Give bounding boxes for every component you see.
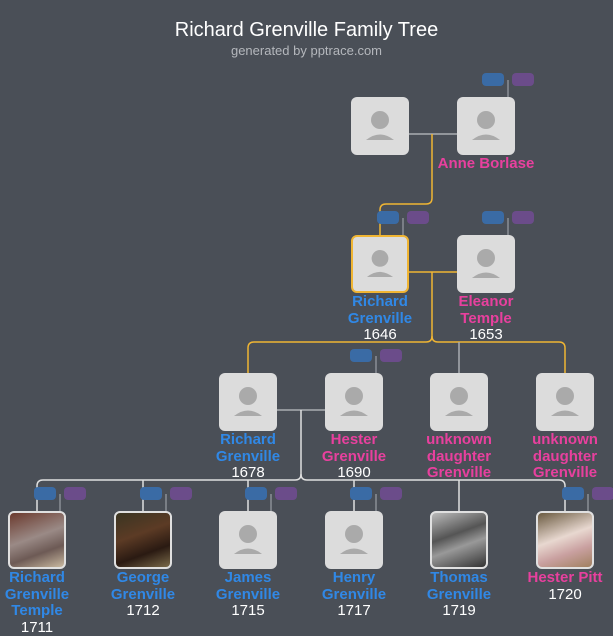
father-badge[interactable] xyxy=(34,487,56,500)
birth-year: 1678 xyxy=(231,464,265,481)
descent-line xyxy=(379,134,433,235)
portrait-photo xyxy=(538,513,592,567)
father-badge[interactable] xyxy=(245,487,267,500)
mother-badge[interactable] xyxy=(512,211,534,224)
person-card[interactable] xyxy=(114,511,172,569)
person-card[interactable] xyxy=(430,511,488,569)
portrait-photo xyxy=(116,513,170,567)
person-placeholder-icon xyxy=(340,387,368,416)
person-name: unknown daughter Grenville xyxy=(532,431,598,481)
father-badge[interactable] xyxy=(482,211,504,224)
person-name: Richard Grenville xyxy=(215,431,281,465)
descent-line xyxy=(300,473,566,511)
birth-year: 1690 xyxy=(337,464,371,481)
birth-year: 1712 xyxy=(126,602,160,619)
mother-badge[interactable] xyxy=(592,487,613,500)
person-placeholder-icon xyxy=(472,249,500,278)
person-name: Eleanor Temple xyxy=(458,293,514,327)
birth-year: 1719 xyxy=(442,602,476,619)
person-name: Henry Grenville xyxy=(321,569,387,603)
father-badge[interactable] xyxy=(562,487,584,500)
person-card[interactable] xyxy=(219,511,277,569)
mother-badge[interactable] xyxy=(407,211,429,224)
person-placeholder-icon xyxy=(366,111,394,140)
portrait-photo xyxy=(432,513,486,567)
person-name: Hester Pitt xyxy=(527,569,603,586)
portrait-photo xyxy=(10,513,64,567)
person-card[interactable] xyxy=(219,373,277,431)
person-placeholder-icon xyxy=(234,387,262,416)
father-badge[interactable] xyxy=(350,487,372,500)
mother-badge[interactable] xyxy=(380,349,402,362)
person-name: Hester Grenville xyxy=(321,431,387,465)
person-label[interactable]: unknown daughter Grenville xyxy=(510,431,613,482)
person-name: Thomas Grenville xyxy=(426,569,492,603)
badge-stem xyxy=(59,494,589,511)
person-placeholder-icon xyxy=(366,250,394,278)
person-card[interactable] xyxy=(325,373,383,431)
person-card[interactable] xyxy=(8,511,66,569)
person-name: George Grenville xyxy=(110,569,176,603)
father-badge[interactable] xyxy=(350,349,372,362)
father-badge[interactable] xyxy=(377,211,399,224)
father-badge[interactable] xyxy=(482,73,504,86)
birth-year: 1715 xyxy=(231,602,265,619)
person-label[interactable]: unknown daughter Grenville xyxy=(404,431,514,482)
page-subtitle: generated by pptrace.com xyxy=(230,43,383,58)
person-placeholder-icon xyxy=(551,387,579,416)
mother-badge[interactable] xyxy=(170,487,192,500)
person-label[interactable]: Anne Borlase xyxy=(431,155,541,173)
person-name: James Grenville xyxy=(215,569,281,603)
birth-year: 1646 xyxy=(363,326,397,343)
page-title: Richard Grenville Family Tree xyxy=(174,19,439,41)
person-placeholder-icon xyxy=(472,111,500,140)
birth-year: 1717 xyxy=(337,602,371,619)
person-placeholder-icon xyxy=(340,525,368,554)
father-badge[interactable] xyxy=(140,487,162,500)
person-name: Richard Grenville xyxy=(347,293,413,327)
person-name: Anne Borlase xyxy=(437,155,535,172)
person-card[interactable] xyxy=(351,235,409,293)
person-placeholder-icon xyxy=(234,525,262,554)
person-card[interactable] xyxy=(457,97,515,155)
descent-line xyxy=(431,335,566,373)
birth-year: 1720 xyxy=(548,585,582,603)
person-card[interactable] xyxy=(430,373,488,431)
person-card[interactable] xyxy=(457,235,515,293)
person-name: Richard Grenville Temple xyxy=(4,569,70,619)
mother-badge[interactable] xyxy=(64,487,86,500)
person-name: unknown daughter Grenville xyxy=(426,431,492,481)
birth-year: 1653 xyxy=(469,326,503,343)
person-card[interactable] xyxy=(325,511,383,569)
birth-year: 1711 xyxy=(20,618,54,636)
person-card[interactable] xyxy=(536,373,594,431)
person-placeholder-icon xyxy=(445,387,473,416)
mother-badge[interactable] xyxy=(512,73,534,86)
person-card[interactable] xyxy=(536,511,594,569)
mother-badge[interactable] xyxy=(380,487,402,500)
person-card[interactable] xyxy=(351,97,409,155)
mother-badge[interactable] xyxy=(275,487,297,500)
